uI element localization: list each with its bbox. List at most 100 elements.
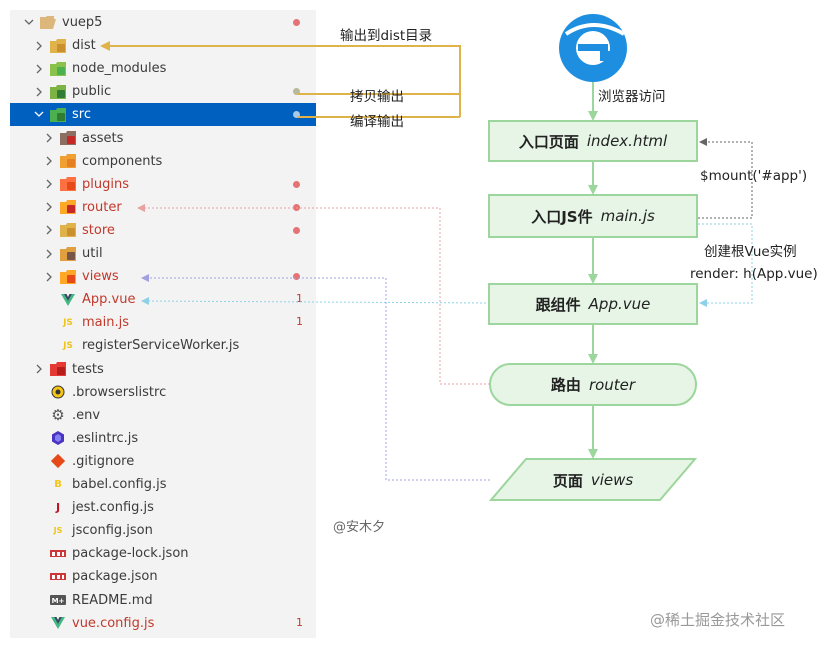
chevron-right-icon[interactable] bbox=[44, 225, 54, 235]
chevron-right-icon[interactable] bbox=[44, 202, 54, 212]
tree-item[interactable]: store bbox=[10, 219, 316, 242]
markdown-icon: M+ bbox=[50, 592, 66, 608]
tree-item[interactable]: src bbox=[10, 103, 316, 127]
tree-item-label: README.md bbox=[72, 592, 153, 608]
tree-item[interactable]: M+ README.md bbox=[10, 589, 316, 612]
chevron-right-icon[interactable] bbox=[34, 64, 44, 74]
js-file-icon: JS bbox=[63, 317, 73, 328]
tree-item-label: babel.config.js bbox=[72, 477, 167, 492]
chevron-right-icon[interactable] bbox=[44, 272, 54, 282]
tree-item-label: node_modules bbox=[72, 61, 167, 77]
tree-item-label: store bbox=[82, 222, 115, 238]
tree-item-label: vue.config.js bbox=[72, 615, 155, 631]
tree-item[interactable]: components bbox=[10, 150, 316, 173]
output-to-dist-label: 输出到dist目录 bbox=[340, 28, 433, 44]
tree-item-label: views bbox=[82, 269, 119, 285]
tree-item-label: jsconfig.json bbox=[72, 523, 153, 539]
tree-item-label: package.json bbox=[72, 569, 158, 585]
tree-item[interactable]: vuep5 bbox=[10, 11, 316, 34]
views-node-title: 页面 bbox=[552, 471, 583, 490]
folder-tests-icon bbox=[50, 361, 66, 377]
git-icon bbox=[50, 453, 66, 469]
copy-output-label: 拷贝输出 bbox=[350, 89, 404, 105]
vue-config-icon bbox=[50, 615, 66, 631]
chevron-right-icon[interactable] bbox=[44, 133, 54, 143]
modified-dot bbox=[293, 180, 300, 188]
tree-item-label: src bbox=[72, 107, 91, 123]
folder-assets-icon bbox=[60, 130, 76, 146]
views-link-line bbox=[141, 274, 490, 481]
tree-item[interactable]: views bbox=[10, 265, 316, 288]
tree-item[interactable]: public bbox=[10, 80, 316, 103]
folder-src-icon bbox=[50, 107, 66, 123]
chevron-right-icon[interactable] bbox=[34, 41, 44, 51]
tree-item[interactable]: assets bbox=[10, 127, 316, 150]
tree-item[interactable]: dist bbox=[10, 34, 316, 57]
tree-item-label: assets bbox=[82, 130, 124, 146]
tree-item-label: vuep5 bbox=[62, 15, 103, 30]
tree-item-label: .browserslistrc bbox=[72, 384, 167, 400]
tree-item-label: App.vue bbox=[82, 292, 136, 308]
router-node-title: 路由 bbox=[550, 376, 581, 394]
folder-plugins-icon bbox=[60, 176, 76, 192]
chevron-down-icon[interactable] bbox=[24, 18, 34, 28]
create-root-label: 创建根Vue实例 bbox=[704, 244, 797, 260]
modified-dot bbox=[293, 226, 300, 234]
tree-item[interactable]: .eslintrc.js bbox=[10, 427, 316, 450]
tree-item[interactable]: .browserslistrc bbox=[10, 381, 316, 404]
tree-item[interactable]: package.json bbox=[10, 565, 316, 588]
tree-item[interactable]: JS registerServiceWorker.js bbox=[10, 334, 316, 357]
browser-icon bbox=[559, 14, 627, 82]
tree-item[interactable]: .gitignore bbox=[10, 450, 316, 473]
chevron-right-icon[interactable] bbox=[34, 364, 44, 374]
tree-item[interactable]: plugins bbox=[10, 173, 316, 196]
folder-components-icon bbox=[60, 153, 76, 169]
tree-item[interactable]: App.vue 1 bbox=[10, 288, 316, 311]
problem-count-badge: 1 bbox=[296, 292, 303, 306]
js-file-icon: JS bbox=[63, 340, 73, 351]
render-connector bbox=[698, 223, 753, 307]
json-js-icon: JS bbox=[53, 526, 63, 536]
babel-icon: B bbox=[54, 479, 62, 490]
problem-count-badge: 1 bbox=[296, 315, 303, 329]
entry-page-file: index.html bbox=[586, 132, 668, 150]
tree-item[interactable]: node_modules bbox=[10, 57, 316, 80]
tree-item-label: components bbox=[82, 153, 163, 169]
root-component-title: 跟组件 bbox=[535, 295, 581, 314]
author-watermark: @安木夕 bbox=[333, 520, 386, 535]
gear-icon: ⚙ bbox=[51, 406, 65, 425]
tree-item-label: registerServiceWorker.js bbox=[82, 338, 240, 354]
mount-connector bbox=[698, 138, 753, 219]
render-label: render: h(App.vue) bbox=[690, 266, 818, 282]
tree-item-label: jest.config.js bbox=[72, 500, 154, 516]
tree-item[interactable]: ⚙.env bbox=[10, 404, 316, 427]
modified-dot bbox=[293, 203, 300, 211]
vue-file-icon bbox=[60, 292, 76, 308]
chevron-down-icon[interactable] bbox=[34, 110, 44, 120]
tree-item-label: tests bbox=[72, 361, 104, 377]
chevron-right-icon[interactable] bbox=[44, 249, 54, 259]
chevron-right-icon[interactable] bbox=[44, 156, 54, 166]
chevron-right-icon[interactable] bbox=[34, 87, 44, 97]
folder-node-icon bbox=[50, 61, 66, 77]
tree-item[interactable]: package-lock.json bbox=[10, 542, 316, 565]
output-to-dist-line bbox=[100, 41, 461, 117]
mount-label: $mount('#app') bbox=[700, 168, 808, 184]
chevron-right-icon[interactable] bbox=[44, 179, 54, 189]
browser-visit-label: 浏览器访问 bbox=[598, 89, 666, 105]
tree-item[interactable]: router bbox=[10, 196, 316, 219]
tree-item[interactable]: JS jsconfig.json bbox=[10, 519, 316, 542]
tree-item-label: plugins bbox=[82, 176, 129, 192]
tree-item[interactable]: util bbox=[10, 242, 316, 265]
tree-item[interactable]: tests bbox=[10, 358, 316, 381]
app-link-line bbox=[141, 297, 491, 306]
